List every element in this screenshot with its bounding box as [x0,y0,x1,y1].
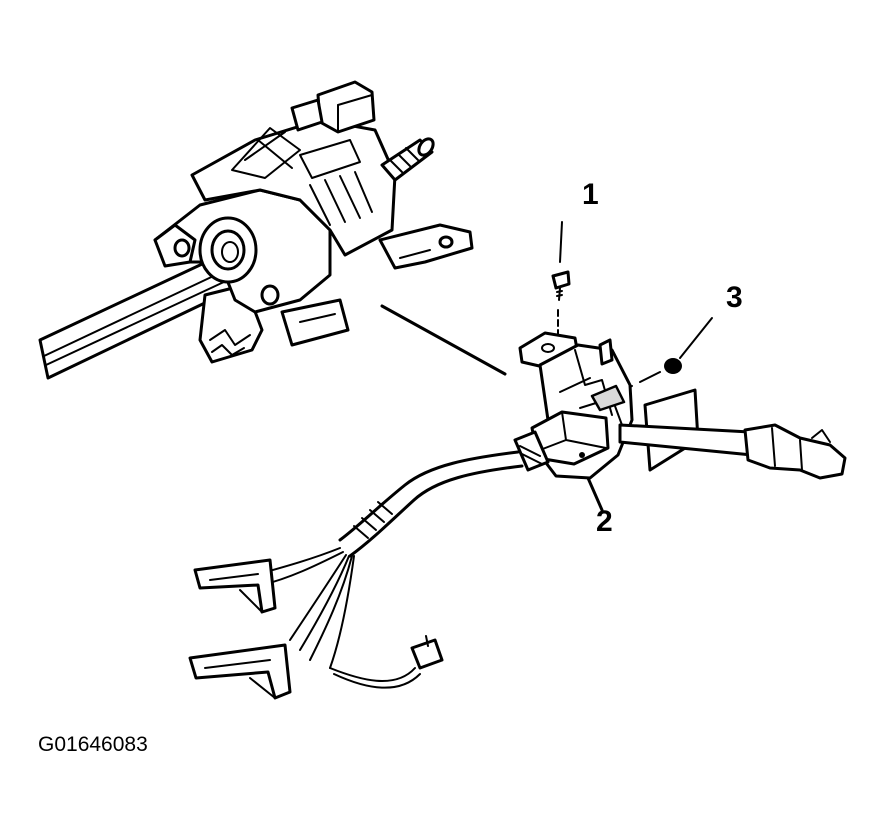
signal-lever [618,388,847,480]
figure-id-label: G01646083 [38,733,148,756]
wiring-harness [188,450,524,700]
bolt-part-1 [551,221,571,336]
steering-column [38,80,474,380]
callout-3: 3 [726,281,743,314]
multifunction-switch-part-2 [513,331,634,480]
callout-1: 1 [582,178,599,211]
callout-2: 2 [596,505,613,538]
callout-2-leader [586,476,604,512]
installation-leader-line [380,304,507,376]
